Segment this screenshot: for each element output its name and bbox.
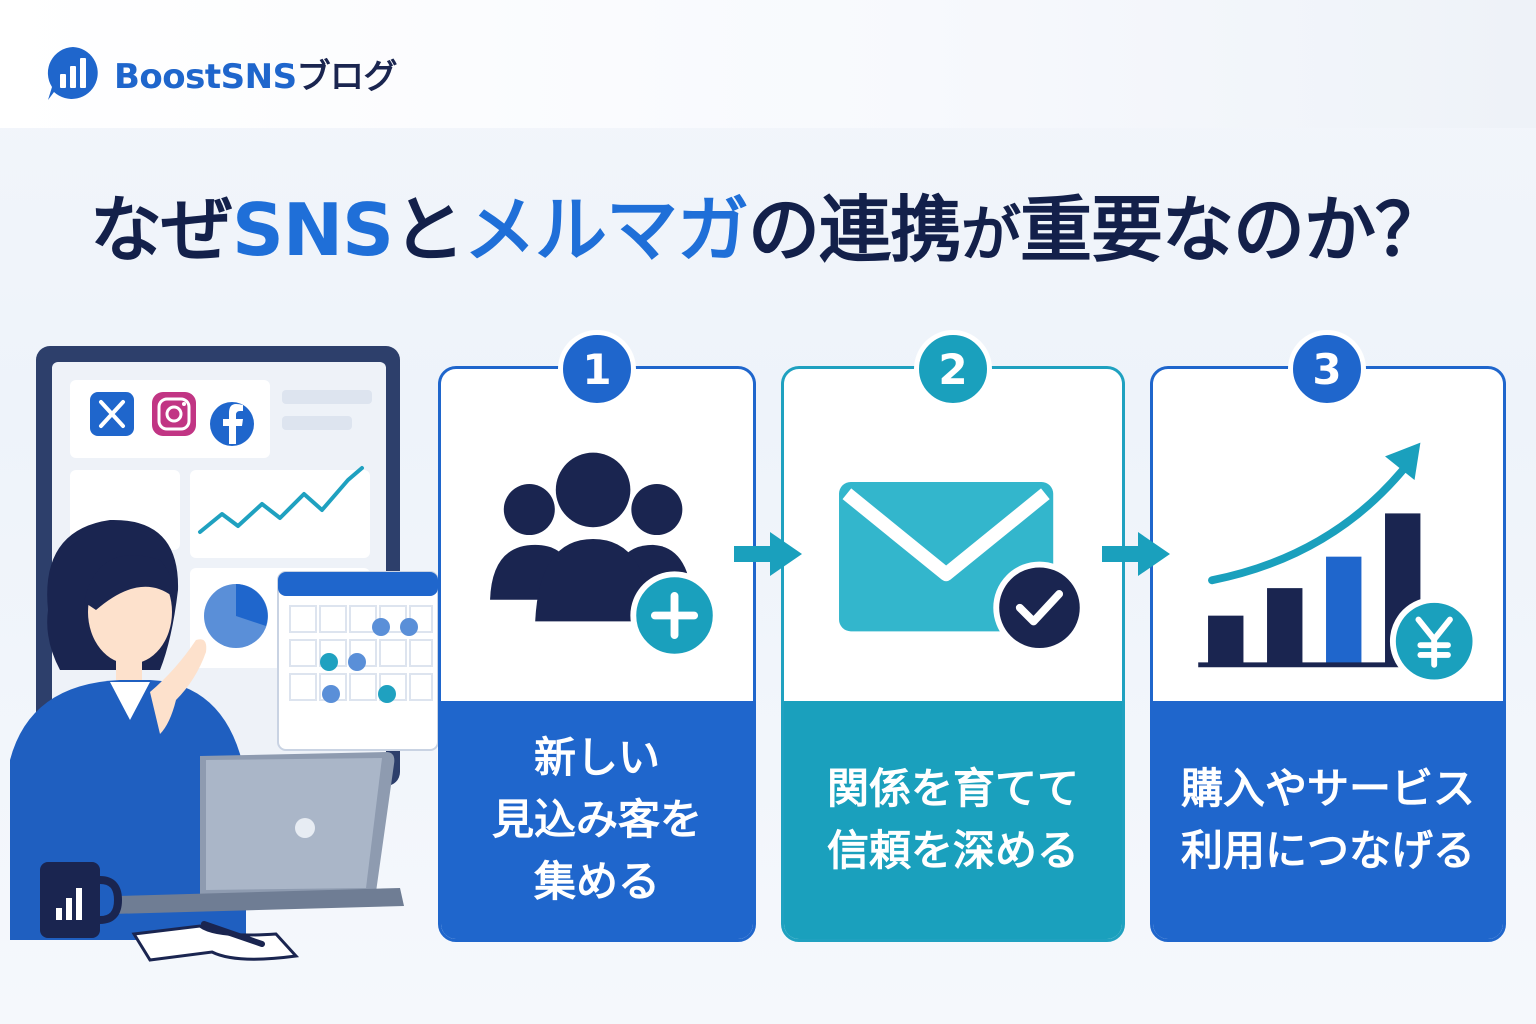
- step-2-number-badge: 2: [914, 330, 992, 408]
- illustration-scene: [10, 346, 439, 962]
- step-2-label: 関係を育てて 信頼を深める: [784, 701, 1122, 939]
- calendar-icon: [277, 571, 439, 751]
- title-part: 重要なのか？: [1020, 188, 1447, 272]
- pie-chart-icon: [204, 584, 268, 648]
- title-part-renkei: 連携: [819, 188, 962, 272]
- title-part: の: [747, 188, 820, 272]
- arrow-right-icon: [1102, 532, 1170, 576]
- brand-logo[interactable]: BoostSNSブログ: [44, 44, 398, 102]
- arrow-right-icon: [734, 532, 802, 576]
- step-1-number-badge: 1: [558, 330, 636, 408]
- line-chart-icon: [198, 466, 364, 534]
- step-3-number-badge: 3: [1288, 330, 1366, 408]
- step-card-3: 購入やサービス 利用につなげる: [1150, 366, 1506, 942]
- x-logo-icon: [90, 392, 134, 436]
- title-part: なぜ: [89, 188, 233, 272]
- step-1-label: 新しい 見込み客を 集める: [441, 701, 753, 939]
- laptop-icon: [112, 752, 404, 914]
- notebook-icon: [131, 924, 300, 962]
- pen-icon: [201, 921, 265, 947]
- title-part-mailmag: メルマガ: [463, 188, 749, 272]
- group-add-icon: [490, 452, 719, 660]
- title-part: と: [392, 188, 465, 272]
- title-part: が: [961, 200, 1021, 270]
- header-bar: [0, 0, 1536, 128]
- step-card-1: 新しい 見込み客を 集める: [438, 366, 756, 942]
- facebook-logo-icon: [210, 402, 254, 446]
- instagram-logo-icon: [152, 392, 196, 436]
- brand-main: BoostSNS: [114, 56, 297, 97]
- brand-suffix: ブログ: [296, 56, 398, 97]
- step-card-2: 関係を育てて 信頼を深める: [781, 366, 1125, 942]
- mug-icon: [40, 862, 123, 938]
- brand-name: BoostSNSブログ: [114, 49, 398, 98]
- bar-chart-bubble-icon: [47, 47, 98, 100]
- growth-chart-yen-icon: [1198, 442, 1479, 686]
- title-part-sns: SNS: [231, 188, 394, 272]
- page-title: なぜSNSとメルマガの連携が重要なのか？: [0, 180, 1536, 285]
- mail-check-icon: [839, 481, 1086, 654]
- step-3-label: 購入やサービス 利用につなげる: [1153, 701, 1503, 939]
